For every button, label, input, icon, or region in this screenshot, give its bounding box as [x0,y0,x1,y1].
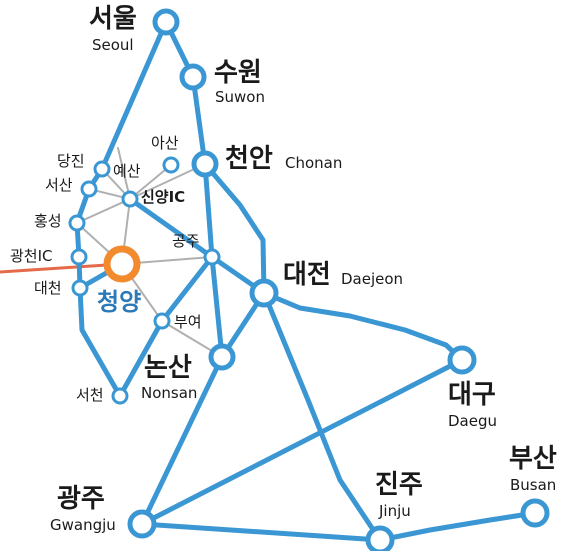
node-asan [162,156,180,174]
node-jinju [365,525,395,551]
node-gwangcheon-ic [70,248,88,266]
node-hongseong [68,214,86,232]
label-nonsan-ko: 논산 [144,353,192,383]
label-gwangju-en: Gwangju [50,516,116,534]
label-cheongyang: 청양 [97,288,142,316]
major-nodes [127,8,550,551]
node-buyeo [153,312,171,330]
node-gongju [203,248,221,266]
node-seocheon [111,387,129,405]
label-daegu-en: Daegu [448,412,497,430]
label-yesan: 예산 [113,162,141,180]
label-gwangcheon-ic: 광천IC [10,247,53,265]
label-jinju-ko: 진주 [375,470,423,500]
label-chonan-ko: 천안 [225,144,273,174]
node-daecheon [71,279,89,297]
label-daejeon-en: Daejeon [341,270,404,288]
label-busan-en: Busan [510,476,557,494]
node-cheongyang [103,245,141,283]
label-chonan-en: Chonan [285,154,343,172]
label-daegu-ko: 대구 [448,380,496,410]
label-gwangju-ko: 광주 [57,484,105,514]
node-seosan [80,180,98,198]
node-nonsan [208,343,236,371]
node-sinyang-ic [121,190,139,208]
node-chonan [191,150,219,178]
label-daecheon: 대천 [34,279,62,297]
node-seoul [152,8,180,36]
label-seoul-en: Seoul [92,36,134,54]
label-suwon-en: Suwon [215,88,265,106]
node-daejeon [249,278,279,308]
label-hongseong: 홍성 [34,212,62,230]
label-daejeon-ko: 대전 [283,260,331,290]
label-dangjin: 당진 [57,152,85,170]
label-jinju-en: Jinju [379,502,411,520]
label-gongju: 공주 [172,232,200,250]
label-suwon-ko: 수원 [214,58,262,88]
label-sinyang-ic: 신양IC [141,188,186,206]
label-asan: 아산 [151,134,179,152]
node-busan [520,498,550,528]
label-busan-ko: 부산 [509,444,557,474]
label-seosan: 서산 [45,176,73,194]
label-seocheon: 서천 [76,386,104,404]
label-seoul-ko: 서울 [89,4,137,34]
label-buyeo: 부여 [174,313,202,331]
node-suwon [179,63,207,91]
minor-nodes [68,156,221,405]
node-daegu [447,345,477,375]
node-gwangju [127,509,157,539]
node-dangjin [93,160,111,178]
focus-route [0,262,124,274]
label-nonsan-en: Nonsan [141,384,198,402]
